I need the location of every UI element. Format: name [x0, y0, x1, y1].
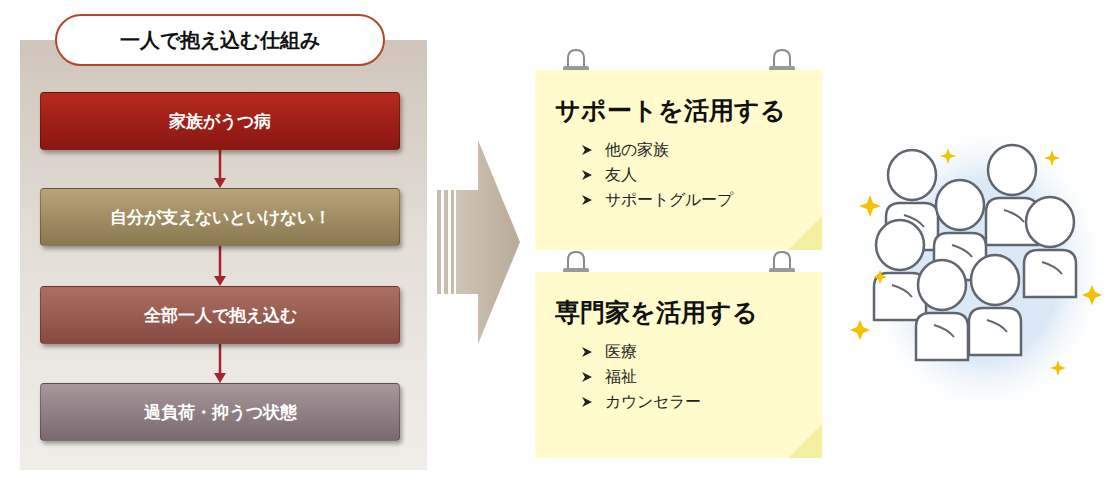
bullet-item: 福祉: [581, 364, 804, 389]
bullet-arrow: [581, 346, 593, 358]
process-box: 自分が支えないといけない！: [40, 188, 400, 246]
block-arrow: [437, 140, 520, 344]
bullet-text: サポートグループ: [605, 187, 733, 212]
step-text: 過負荷・抑うつ状態: [144, 401, 297, 424]
process-box: 過負荷・抑うつ状態: [40, 383, 400, 441]
note-fold: [788, 216, 822, 250]
note-fold: [788, 424, 822, 458]
bullet-text: 医療: [605, 339, 637, 364]
bullet-item: 友人: [581, 162, 804, 187]
note-heading: サポートを活用する: [555, 94, 804, 127]
people-illustration: [850, 120, 1110, 420]
bullet-arrow: [581, 194, 593, 206]
title-text: 一人で抱え込む仕組み: [120, 27, 320, 54]
bullet-text: 他の家族: [605, 137, 669, 162]
title-pill: 一人で抱え込む仕組み: [55, 14, 385, 66]
flow-arrow: [214, 344, 226, 383]
process-box: 全部一人で抱え込む: [40, 286, 400, 344]
note-heading: 専門家を活用する: [555, 296, 804, 329]
bullet-arrow: [581, 371, 593, 383]
bullet-text: 友人: [605, 162, 637, 187]
bullet-text: 福祉: [605, 364, 637, 389]
bullet-arrow: [581, 396, 593, 408]
bullet-item: 他の家族: [581, 137, 804, 162]
bullet-item: サポートグループ: [581, 187, 804, 212]
bullet-arrow: [581, 144, 593, 156]
flow-arrow: [214, 150, 226, 188]
panel: 一人で抱え込む仕組み家族がうつ病自分が支えないといけない！全部一人で抱え込む過負…: [20, 40, 427, 470]
bullet-item: カウンセラー: [581, 389, 804, 414]
step-text: 自分が支えないといけない！: [110, 206, 331, 229]
step-text: 家族がうつ病: [169, 110, 271, 133]
bullet-item: 医療: [581, 339, 804, 364]
flow-arrow: [214, 246, 226, 286]
sticky-note: サポートを活用する他の家族友人サポートグループ: [535, 70, 822, 250]
step-text: 全部一人で抱え込む: [144, 304, 297, 327]
bullet-text: カウンセラー: [605, 389, 701, 414]
process-box: 家族がうつ病: [40, 92, 400, 150]
sticky-note: 専門家を活用する医療福祉カウンセラー: [535, 272, 822, 458]
bullet-arrow: [581, 169, 593, 181]
